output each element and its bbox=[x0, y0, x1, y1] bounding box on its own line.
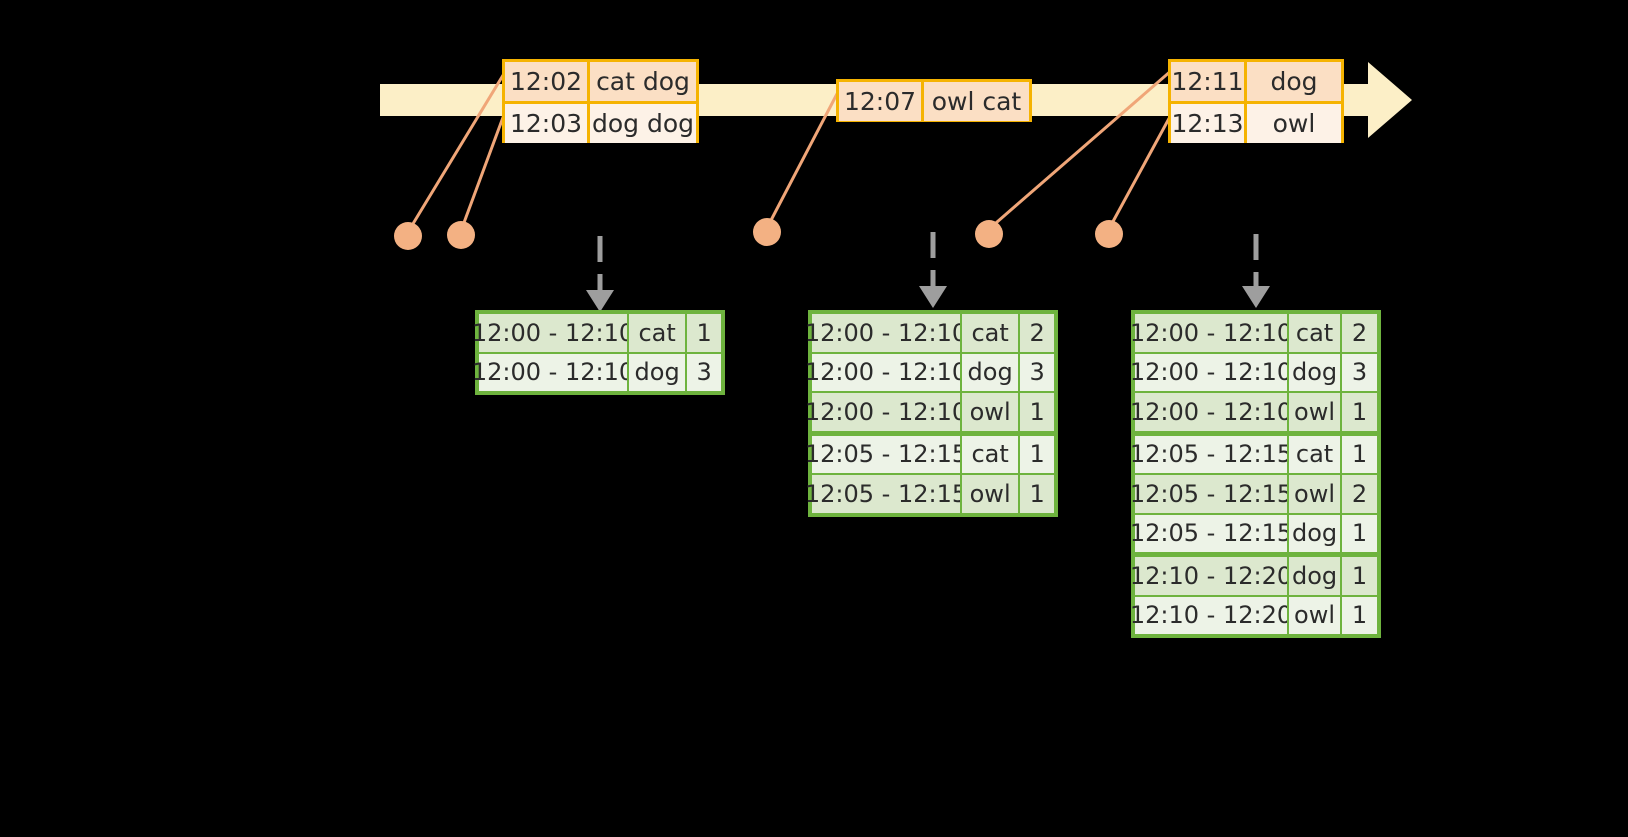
marker-4-dot bbox=[975, 220, 1003, 248]
marker-2-dot bbox=[447, 221, 475, 249]
result-table-2[interactable]: 12:00 - 12:10 cat 2 12:00 - 12:10 dog 3 … bbox=[805, 310, 1058, 517]
table-row: 12:05 - 12:15 owl 2 bbox=[1130, 473, 1377, 513]
cell-word: cat bbox=[1287, 314, 1341, 352]
event-text: dog bbox=[1244, 62, 1341, 101]
marker-5-dot bbox=[1095, 220, 1123, 248]
event-row: 12:07 owl cat bbox=[839, 82, 1029, 121]
event-box-3[interactable]: 12:11 dog 12:13 owl bbox=[1168, 59, 1344, 143]
event-text: owl cat bbox=[921, 82, 1029, 121]
event-time: 12:11 bbox=[1171, 62, 1244, 101]
event-time: 12:02 bbox=[505, 62, 587, 101]
table-row: 12:00 - 12:10 dog 3 bbox=[805, 351, 1054, 391]
cell-count: 3 bbox=[1018, 353, 1054, 391]
table-row: 12:05 - 12:15 owl 1 bbox=[805, 473, 1054, 513]
table-row: 12:10 - 12:20 owl 1 bbox=[1130, 594, 1377, 634]
cell-window: 12:05 - 12:15 bbox=[805, 475, 967, 513]
event-row: 12:11 dog bbox=[1171, 62, 1341, 101]
event-text: owl bbox=[1244, 104, 1341, 143]
result-table-1[interactable]: 12:00 - 12:10 cat 1 12:00 - 12:10 dog 3 bbox=[472, 310, 725, 395]
connector-5 bbox=[1108, 112, 1174, 228]
dashed-arrow-2 bbox=[919, 232, 947, 308]
event-box-2[interactable]: 12:07 owl cat bbox=[836, 79, 1032, 122]
cell-count: 1 bbox=[1018, 393, 1054, 431]
cell-count: 1 bbox=[1018, 475, 1054, 513]
result-table-3[interactable]: 12:00 - 12:10 cat 2 12:00 - 12:10 dog 3 … bbox=[1130, 310, 1381, 638]
cell-count: 2 bbox=[1340, 475, 1377, 513]
cell-word: owl bbox=[960, 393, 1019, 431]
marker-3-dot bbox=[753, 218, 781, 246]
dashed-arrows bbox=[586, 232, 1270, 312]
cell-word: dog bbox=[1287, 353, 1341, 391]
dashed-arrow-3 bbox=[1242, 234, 1270, 308]
cell-count: 1 bbox=[1340, 596, 1377, 634]
cell-word: owl bbox=[1287, 393, 1341, 431]
event-time: 12:13 bbox=[1171, 104, 1244, 143]
event-text: cat dog bbox=[587, 62, 696, 101]
event-row: 12:02 cat dog bbox=[505, 62, 696, 101]
cell-word: dog bbox=[627, 353, 686, 391]
cell-window: 12:10 - 12:20 bbox=[1130, 596, 1292, 634]
event-box-1[interactable]: 12:02 cat dog 12:03 dog dog bbox=[502, 59, 699, 143]
cell-window: 12:05 - 12:15 bbox=[1130, 514, 1292, 552]
cell-count: 2 bbox=[1340, 314, 1377, 352]
table-row: 12:00 - 12:10 dog 3 bbox=[1130, 351, 1377, 391]
table-row: 12:00 - 12:10 owl 1 bbox=[1130, 391, 1377, 431]
table-row: 12:00 - 12:10 cat 2 bbox=[1130, 314, 1377, 352]
cell-window: 12:00 - 12:10 bbox=[1130, 393, 1292, 431]
cell-count: 1 bbox=[1018, 435, 1054, 473]
cell-window: 12:10 - 12:20 bbox=[1130, 557, 1292, 595]
marker-1-dot bbox=[394, 222, 422, 250]
cell-word: dog bbox=[1287, 514, 1341, 552]
event-row: 12:03 dog dog bbox=[505, 101, 696, 143]
cell-word: cat bbox=[960, 314, 1019, 352]
table-row: 12:05 - 12:15 cat 1 bbox=[805, 430, 1054, 473]
table-row: 12:00 - 12:10 cat 2 bbox=[805, 314, 1054, 352]
cell-word: owl bbox=[1287, 475, 1341, 513]
cell-window: 12:00 - 12:10 bbox=[472, 353, 634, 391]
cell-word: cat bbox=[627, 314, 686, 352]
connector-3 bbox=[766, 91, 840, 227]
cell-word: owl bbox=[1287, 596, 1341, 634]
connector-2 bbox=[460, 111, 507, 229]
cell-window: 12:00 - 12:10 bbox=[1130, 314, 1292, 352]
cell-word: owl bbox=[960, 475, 1019, 513]
cell-window: 12:05 - 12:15 bbox=[805, 435, 967, 473]
event-text: dog dog bbox=[587, 104, 696, 143]
cell-count: 2 bbox=[1018, 314, 1054, 352]
cell-count: 1 bbox=[1340, 557, 1377, 595]
cell-count: 3 bbox=[685, 353, 721, 391]
table-row: 12:00 - 12:10 owl 1 bbox=[805, 391, 1054, 431]
table-row: 12:05 - 12:15 cat 1 bbox=[1130, 430, 1377, 473]
cell-count: 1 bbox=[1340, 435, 1377, 473]
table-row: 12:10 - 12:20 dog 1 bbox=[1130, 552, 1377, 595]
table-row: 12:05 - 12:15 dog 1 bbox=[1130, 512, 1377, 552]
table-row: 12:00 - 12:10 dog 3 bbox=[472, 351, 721, 391]
cell-count: 1 bbox=[1340, 393, 1377, 431]
cell-word: cat bbox=[960, 435, 1019, 473]
cell-word: dog bbox=[1287, 557, 1341, 595]
cell-word: cat bbox=[1287, 435, 1341, 473]
event-time: 12:03 bbox=[505, 104, 587, 143]
cell-window: 12:05 - 12:15 bbox=[1130, 435, 1292, 473]
event-row: 12:13 owl bbox=[1171, 101, 1341, 143]
cell-count: 3 bbox=[1340, 353, 1377, 391]
cell-window: 12:00 - 12:10 bbox=[805, 353, 967, 391]
cell-window: 12:00 - 12:10 bbox=[805, 314, 967, 352]
table-row: 12:00 - 12:10 cat 1 bbox=[472, 314, 721, 352]
dashed-arrow-1 bbox=[586, 236, 614, 312]
event-time: 12:07 bbox=[839, 82, 921, 121]
cell-count: 1 bbox=[1340, 514, 1377, 552]
cell-window: 12:00 - 12:10 bbox=[805, 393, 967, 431]
cell-window: 12:00 - 12:10 bbox=[1130, 353, 1292, 391]
cell-count: 1 bbox=[685, 314, 721, 352]
cell-window: 12:00 - 12:10 bbox=[472, 314, 634, 352]
cell-word: dog bbox=[960, 353, 1019, 391]
marker-dots bbox=[394, 218, 1123, 250]
connector-1 bbox=[406, 71, 507, 233]
cell-window: 12:05 - 12:15 bbox=[1130, 475, 1292, 513]
